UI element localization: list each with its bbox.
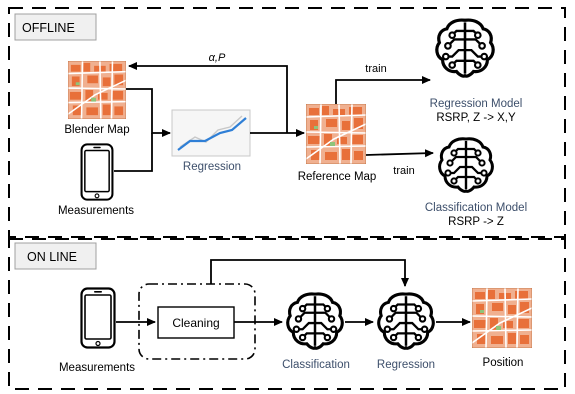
arrow-blender-to-regression — [126, 88, 171, 137]
position-label: Position — [483, 357, 524, 369]
online-section-label: ON LINE — [27, 250, 77, 264]
train-label-bottom: train — [393, 165, 414, 177]
offline-section-label: OFFLINE — [22, 21, 75, 35]
arrow-train-regression — [335, 76, 431, 104]
reference-map-icon — [306, 104, 366, 164]
regression-model-subtitle: RSRP, Z -> X,Y — [436, 112, 516, 124]
smartphone-icon-online — [80, 287, 116, 349]
arrow-train-classification — [365, 149, 434, 158]
online-section-tab — [14, 242, 97, 270]
regression-label-offline: Regression — [183, 161, 241, 173]
line-chart-icon — [171, 109, 251, 157]
measurements-label-offline: Measurements — [58, 205, 134, 217]
classification-brain-icon — [286, 292, 344, 350]
line-phone-to-regression — [114, 133, 153, 172]
offline-section-tab — [14, 13, 97, 41]
offline-section-border — [8, 7, 566, 238]
cleaning-box — [157, 306, 235, 339]
position-map-icon — [472, 288, 532, 348]
regression-brain-icon — [377, 292, 435, 350]
online-section-border — [8, 238, 566, 390]
regression-model-brain-icon — [435, 18, 495, 78]
regression-label-online: Regression — [377, 359, 435, 371]
cleaning-label: Cleaning — [172, 316, 219, 330]
regression-model-title: Regression Model — [430, 98, 523, 110]
alpha-p-label: α,P — [209, 52, 226, 64]
smartphone-icon — [80, 143, 114, 201]
classification-model-subtitle: RSRP -> Z — [448, 216, 504, 228]
arrow-bypass-to-regression — [210, 259, 409, 287]
classification-model-brain-icon — [438, 137, 494, 193]
reference-map-label: Reference Map — [298, 171, 377, 183]
blender-map-icon — [68, 61, 126, 119]
classification-label: Classification — [282, 359, 350, 371]
blender-map-label: Blender Map — [64, 124, 129, 136]
measurements-label-online: Measurements — [59, 362, 135, 374]
train-label-top: train — [365, 63, 386, 75]
arrow-alpha-p-feedback — [128, 62, 288, 133]
classification-model-title: Classification Model — [425, 202, 527, 214]
